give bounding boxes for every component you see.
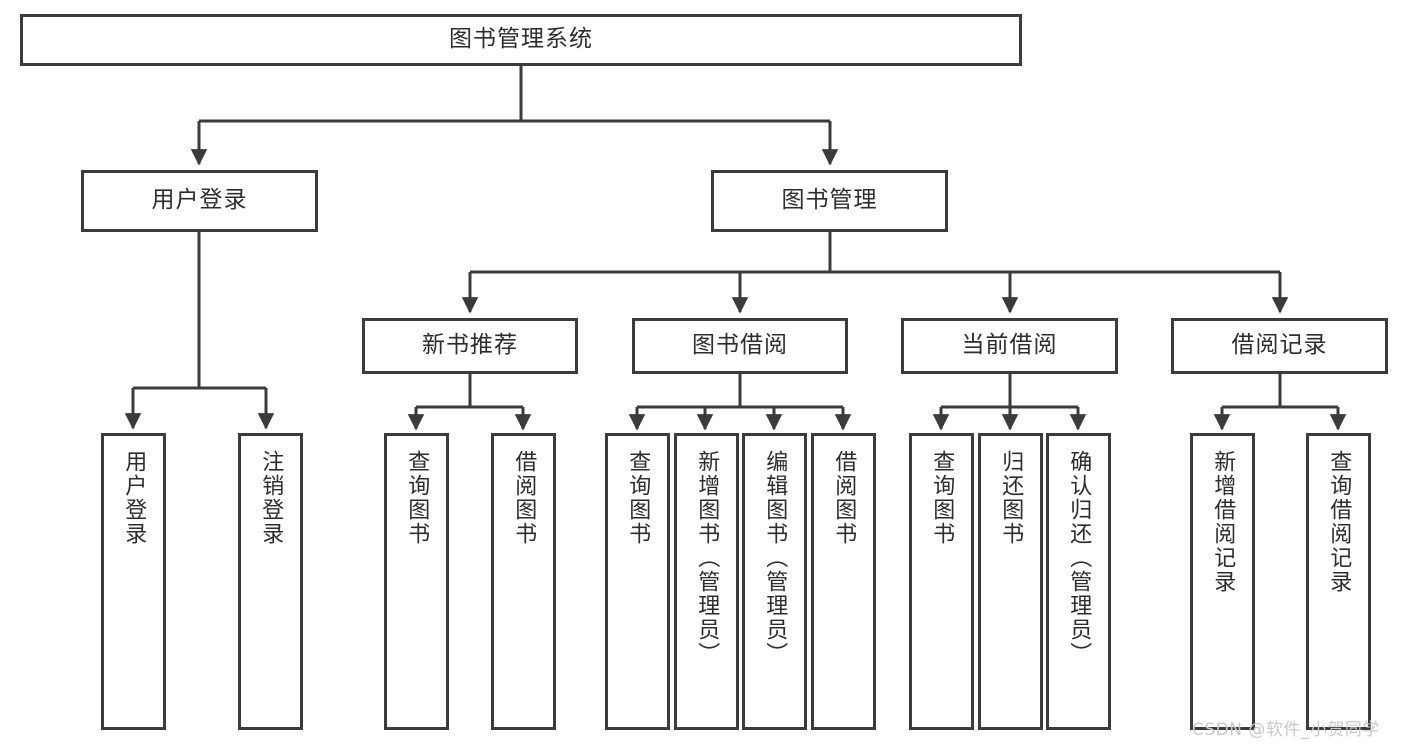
- leaf-query-book-borrow[interactable]: 查询图书: [605, 433, 670, 730]
- node-label: 新增借阅记录: [1210, 450, 1236, 594]
- node-root-system[interactable]: 图书管理系统: [20, 14, 1022, 66]
- node-label: 借阅图书: [831, 450, 857, 546]
- node-label: 查询借阅记录: [1326, 450, 1352, 594]
- node-user-login[interactable]: 用户登录: [81, 170, 318, 232]
- watermark-csdn: CSDN @软件_小贺同学: [1192, 720, 1380, 740]
- leaf-return-book[interactable]: 归还图书: [978, 433, 1043, 730]
- node-current-borrow[interactable]: 当前借阅: [901, 318, 1118, 374]
- leaf-confirm-return-admin[interactable]: 确认归还（管理员）: [1046, 433, 1111, 730]
- leaf-user-login[interactable]: 用户登录: [101, 433, 166, 730]
- node-label: 编辑图书（管理员）: [762, 450, 788, 666]
- node-book-borrow[interactable]: 图书借阅: [632, 318, 848, 374]
- node-book-management[interactable]: 图书管理: [711, 170, 948, 232]
- node-label: 图书管理系统: [449, 26, 593, 53]
- leaf-query-book-recommend[interactable]: 查询图书: [384, 433, 449, 730]
- leaf-add-borrow-record[interactable]: 新增借阅记录: [1190, 433, 1255, 730]
- node-label: 借阅记录: [1231, 332, 1328, 359]
- node-label: 借阅图书: [511, 450, 537, 546]
- node-new-book-recommend[interactable]: 新书推荐: [362, 318, 578, 374]
- node-borrow-record[interactable]: 借阅记录: [1171, 318, 1388, 374]
- leaf-edit-book-admin[interactable]: 编辑图书（管理员）: [742, 433, 807, 730]
- node-label: 注销登录: [258, 450, 284, 546]
- node-label: 确认归还（管理员）: [1066, 450, 1092, 666]
- node-label: 新书推荐: [422, 332, 518, 359]
- node-label: 用户登录: [121, 450, 147, 546]
- node-label: 新增图书（管理员）: [694, 450, 720, 666]
- leaf-query-borrow-record[interactable]: 查询借阅记录: [1306, 433, 1371, 730]
- node-label: 查询图书: [404, 450, 430, 546]
- leaf-query-book-current[interactable]: 查询图书: [909, 433, 974, 730]
- node-label: 当前借阅: [961, 332, 1058, 359]
- leaf-logout[interactable]: 注销登录: [238, 433, 303, 730]
- leaf-borrow-book-recommend[interactable]: 借阅图书: [491, 433, 556, 730]
- leaf-borrow-book[interactable]: 借阅图书: [811, 433, 876, 730]
- node-label: 归还图书: [998, 450, 1024, 546]
- leaf-add-book-admin[interactable]: 新增图书（管理员）: [674, 433, 739, 730]
- node-label: 查询图书: [929, 450, 955, 546]
- node-label: 图书借阅: [692, 332, 788, 359]
- node-label: 用户登录: [151, 187, 248, 214]
- node-label: 查询图书: [625, 450, 651, 546]
- node-label: 图书管理: [781, 187, 878, 214]
